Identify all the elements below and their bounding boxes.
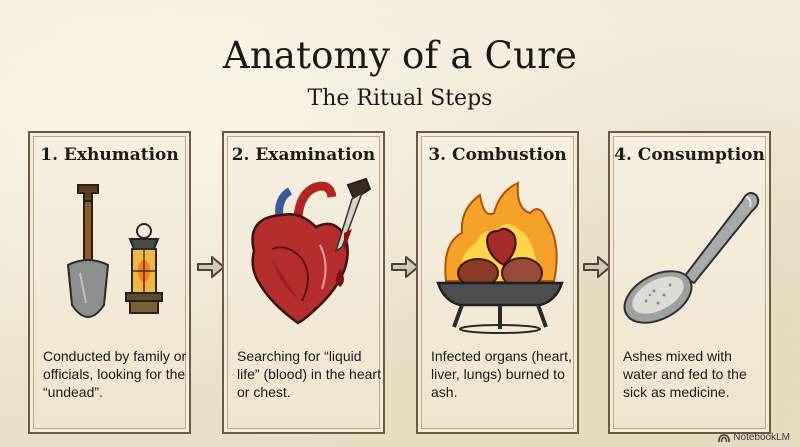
step-description: Ashes mixed with water and fed to the si… [623, 348, 747, 400]
step-panel-exhumation: 1. Exhumation Conducted by family or off… [28, 131, 191, 434]
heart-dropper-icon [251, 177, 372, 325]
brand-label: NotebookLM [733, 432, 790, 443]
step-panel-consumption: 4. Consumption Ashes mixed with water an… [608, 131, 771, 434]
page-title: Anatomy of a Cure [222, 34, 578, 77]
step-heading: 3. Combustion [428, 145, 567, 165]
step-heading: 2. Examination [231, 145, 376, 165]
shovel-lantern-icon [66, 184, 163, 318]
step-heading: 4. Consumption [614, 145, 765, 165]
step-description: Infected organs (heart, liver, lungs) bu… [431, 348, 572, 400]
step-heading: 1. Exhumation [40, 145, 179, 165]
step-panel-examination: 2. Examination Searching for “liquid lif… [222, 131, 385, 434]
arrow-right-icon [583, 256, 611, 278]
step-description: Conducted by family or officials, lookin… [43, 348, 187, 400]
notebooklm-logo-icon [718, 433, 731, 442]
burning-brazier-icon [436, 181, 564, 334]
step-description: Searching for “liquid life” (blood) in t… [237, 348, 381, 400]
spoon-ash-icon [623, 192, 760, 324]
step-panel-combustion: 3. Combustion Infected organs (heart, li… [416, 131, 579, 434]
page-subtitle: The Ritual Steps [307, 86, 493, 111]
arrow-right-icon [391, 256, 419, 278]
arrow-right-icon [197, 256, 225, 278]
brand-watermark: NotebookLM [718, 432, 790, 443]
